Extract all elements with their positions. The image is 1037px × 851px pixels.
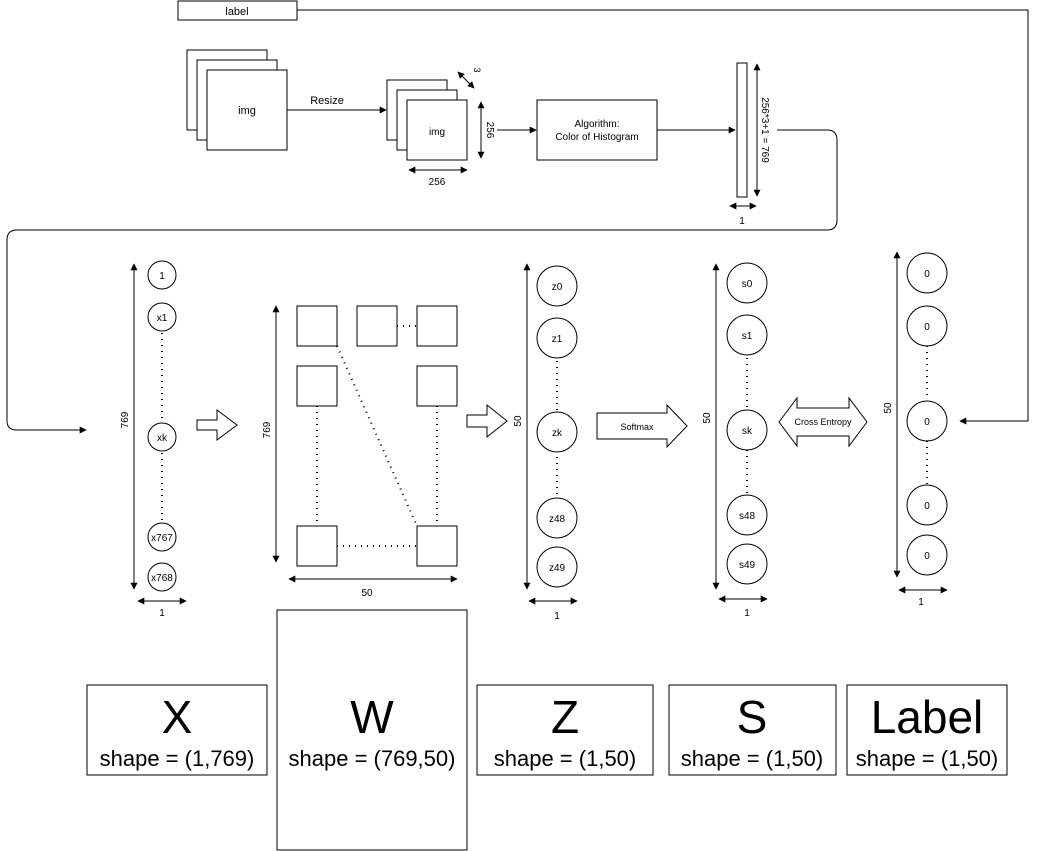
shape-box-s-shape: shape = (1,50) (681, 746, 823, 771)
softmax-arrow (596, 403, 688, 449)
s-column: 50 s0 s1 sk s48 s49 1 (702, 262, 768, 619)
vector-route-line (6, 129, 838, 434)
shape-box-w-shape: shape = (769,50) (289, 746, 456, 771)
label-input-text: label (225, 6, 248, 18)
z-node-48: z48 (549, 514, 566, 525)
input-node-k: xk (157, 433, 168, 444)
s-node-49: s49 (739, 560, 756, 571)
label-input-box: label (177, 0, 298, 21)
input-node-0: 1 (159, 271, 165, 282)
s-node-48: s48 (739, 511, 756, 522)
shape-box-s: S shape = (1,50) (668, 684, 837, 776)
label-column: 50 0 0 0 0 0 1 (883, 251, 948, 608)
s-node-1: s1 (742, 331, 753, 342)
algorithm-line2: Color of Histogram (555, 132, 638, 143)
input-height-label: 769 (120, 411, 131, 428)
shape-box-label: Label shape = (1,50) (846, 684, 1008, 776)
weight-grid: 769 50 (262, 305, 458, 599)
cross-entropy-arrow (778, 396, 868, 448)
feature-vector-bar (736, 62, 748, 198)
algorithm-line1: Algorithm: (574, 119, 619, 130)
input-column: 769 1 x1 xk x767 x768 1 (120, 260, 187, 619)
shape-box-w: W shape = (769,50) (276, 609, 468, 851)
input-node-768: x768 (151, 573, 173, 584)
input-width-label: 1 (159, 608, 165, 619)
s-width-label: 1 (744, 608, 750, 619)
s-node-0: s0 (742, 279, 753, 290)
shape-box-z-title: Z (551, 691, 579, 743)
z-width-label: 1 (554, 611, 560, 622)
z-node-k: zk (552, 428, 563, 439)
s-height-label: 50 (702, 412, 713, 424)
shape-box-x: X shape = (1,769) (86, 684, 268, 776)
img-small-label: img (429, 127, 445, 138)
dim-256-bottom-label: 256 (429, 177, 446, 188)
weight-height-label: 769 (262, 421, 273, 438)
image-stack-small: img (386, 79, 468, 161)
shape-box-label-title: Label (871, 691, 984, 743)
shape-box-z-shape: shape = (1,50) (494, 746, 636, 771)
input-node-1: x1 (157, 313, 168, 324)
label-height-label: 50 (883, 402, 894, 414)
dim-3-label: 3 (472, 67, 482, 72)
shape-box-z: Z shape = (1,50) (476, 684, 654, 776)
label-node-48: 0 (924, 501, 930, 512)
s-node-k: sk (742, 426, 753, 437)
dim-256-side-label: 256 (484, 122, 495, 139)
dim-3-arrow (457, 71, 475, 89)
shape-box-s-title: S (737, 691, 768, 743)
softmax-label: Softmax (620, 422, 654, 432)
z-node-49: z49 (549, 563, 566, 574)
z-column: 50 z0 z1 zk z48 z49 1 (513, 263, 578, 622)
z-node-0: z0 (552, 282, 563, 293)
label-node-49: 0 (924, 551, 930, 562)
resize-label: Resize (310, 95, 344, 107)
img-label: img (238, 105, 256, 117)
block-arrow-1 (196, 409, 238, 441)
label-node-k: 0 (924, 417, 930, 428)
shape-box-w-title: W (350, 691, 394, 743)
shape-box-x-title: X (162, 691, 193, 743)
label-node-0: 0 (924, 269, 930, 280)
input-node-767: x767 (151, 533, 173, 544)
shape-box-label-shape: shape = (1,50) (856, 746, 998, 771)
label-node-1: 0 (924, 322, 930, 333)
vector-width-label: 1 (739, 216, 745, 227)
z-height-label: 50 (513, 415, 524, 427)
algorithm-box: Algorithm: Color of Histogram (536, 99, 658, 161)
weight-width-label: 50 (361, 588, 373, 599)
shape-box-x-shape: shape = (1,769) (100, 746, 255, 771)
z-node-1: z1 (552, 334, 563, 345)
cross-entropy-label: Cross Entropy (794, 417, 852, 427)
label-route-line (297, 9, 1029, 425)
label-width-label: 1 (918, 597, 924, 608)
block-arrow-2 (466, 403, 508, 439)
vector-dim-label: 256*3+1 = 769 (759, 97, 770, 163)
image-stack-large: img (186, 49, 288, 151)
